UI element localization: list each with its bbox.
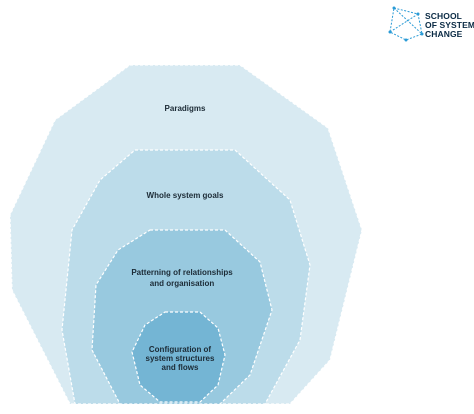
level-whole-system-goals-label: Whole system goals bbox=[147, 191, 224, 200]
logo-wordmark: SCHOOL OF SYSTEM CHANGE bbox=[425, 12, 474, 38]
level-paradigms-label: Paradigms bbox=[165, 104, 206, 113]
levels-layer bbox=[9, 64, 363, 405]
level-patterning-label-line-2: and organisation bbox=[150, 279, 215, 288]
logo-line-1: SCHOOL bbox=[425, 11, 462, 21]
level-configuration-label-line-2: system structures bbox=[146, 354, 215, 363]
school-of-system-change-logo-mark bbox=[388, 6, 424, 42]
labels-layer: Paradigms Whole system goals Patterning … bbox=[131, 104, 233, 372]
logo-line-3: CHANGE bbox=[425, 28, 463, 39]
level-configuration-shape bbox=[131, 311, 226, 403]
level-configuration-label-line-3: and flows bbox=[162, 363, 199, 372]
level-configuration-label-line-1: Configuration of bbox=[149, 345, 212, 354]
logo-line-2: OF SYSTEM bbox=[425, 19, 474, 30]
level-patterning-label-line-1: Patterning of relationships bbox=[131, 268, 233, 277]
